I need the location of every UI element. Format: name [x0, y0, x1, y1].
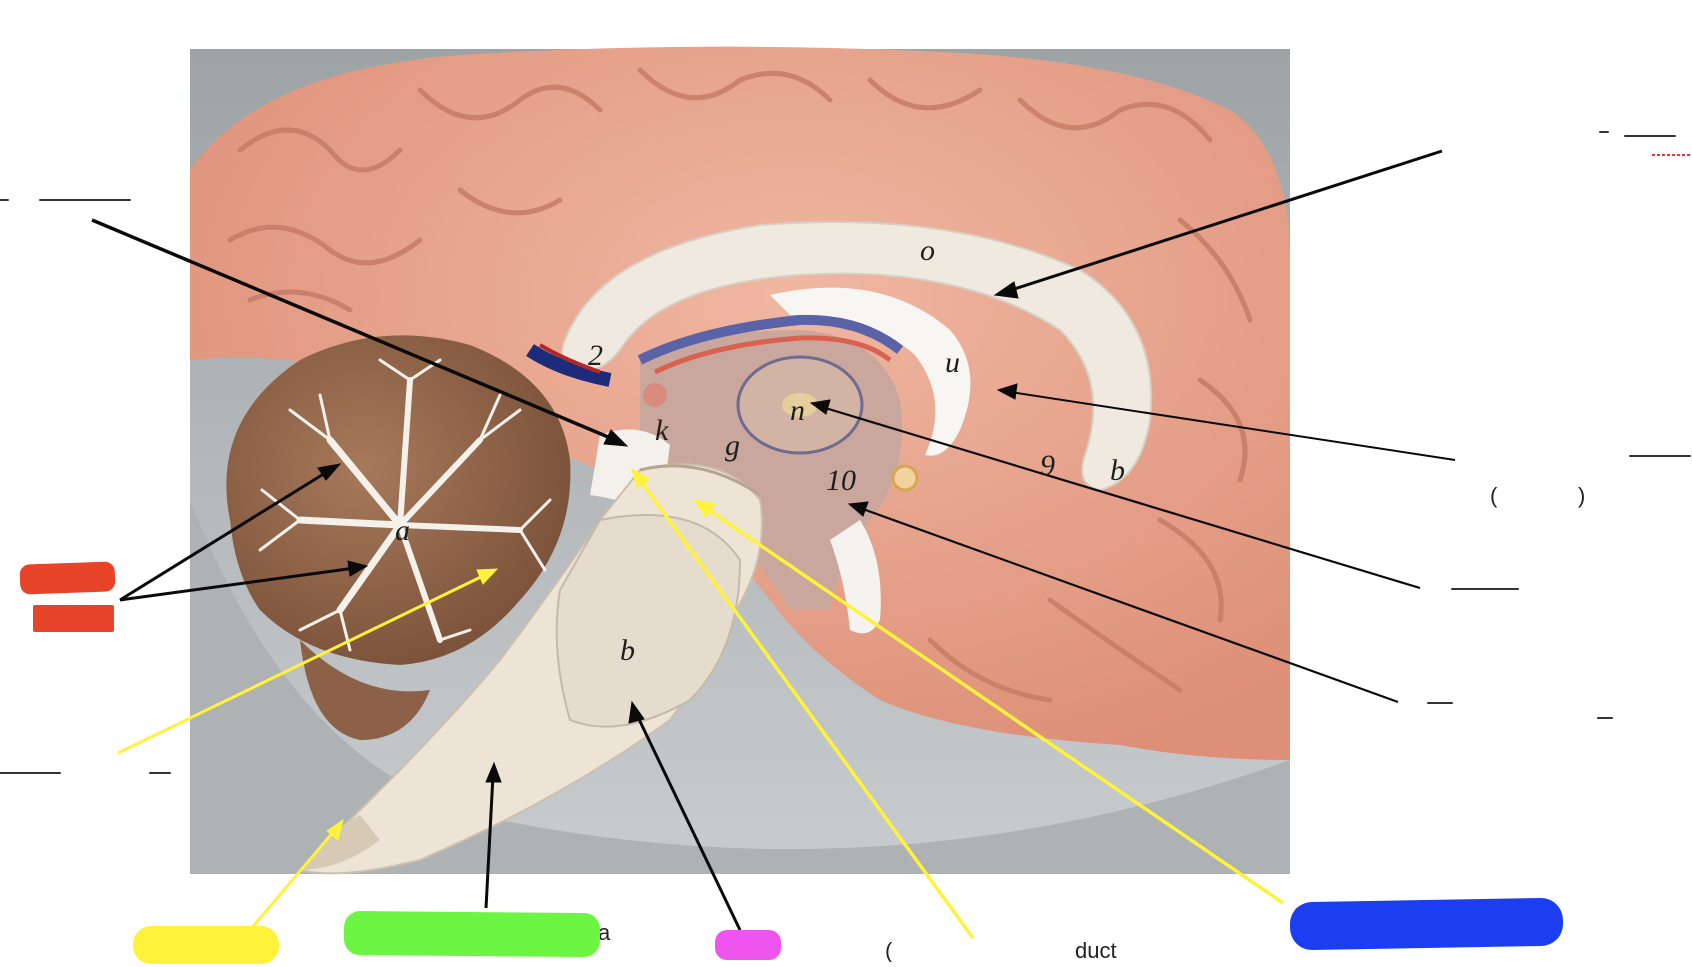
arrowhead-arbor-1	[317, 463, 342, 481]
model-markings: o 2 u 9 10 n g b a k b	[395, 234, 1125, 667]
cortex-sulci	[227, 67, 1253, 703]
marking-10: k	[655, 414, 669, 447]
highlight-pink	[715, 930, 781, 960]
fornix	[770, 287, 971, 456]
arrowhead-fourth-ventricle	[476, 568, 499, 585]
pineal-gland	[643, 383, 667, 407]
arrowhead-cerebral-peduncle	[692, 499, 716, 518]
pons	[555, 514, 742, 728]
arrowhead-corpus-callosum	[993, 281, 1019, 299]
marking-8: b	[620, 634, 635, 667]
leader-spinal-cord	[248, 829, 337, 931]
marking-11: b	[1110, 454, 1125, 487]
vein-highlight	[538, 343, 601, 374]
marking-7: g	[725, 429, 740, 462]
leader-septum	[1009, 391, 1456, 461]
arrowhead-tectum	[603, 429, 629, 447]
infundibulum	[830, 520, 881, 634]
marking-3: u	[945, 346, 960, 379]
leader-hypothalamus	[859, 506, 1399, 704]
spinal-white-tab	[300, 815, 380, 870]
arrowhead-hypothalamus	[847, 501, 869, 517]
leader-medulla	[484, 774, 495, 909]
marking-4: 9	[1040, 449, 1055, 482]
black-leader-lines	[91, 149, 1456, 931]
fourth-ventricle-edge	[639, 464, 761, 497]
choroid-plexus	[637, 314, 904, 365]
marking-1: o	[920, 234, 935, 267]
leader-cerebral-aqueduct	[638, 478, 975, 940]
arrowhead-cerebral-aqueduct	[631, 467, 651, 488]
leader-corpus-callosum	[1004, 149, 1443, 294]
marking-2: 2	[588, 339, 603, 372]
label-bottom-right: duct	[1075, 938, 1117, 962]
arrowhead-pons	[628, 700, 645, 724]
choroid-plexus-red	[653, 335, 892, 375]
arrowhead-arbor-2	[347, 560, 369, 577]
leader-thalamus	[821, 405, 1421, 590]
arrowhead-medulla	[485, 761, 502, 783]
yellow-leader-lines	[117, 467, 1284, 940]
label-bottom-paren: (	[885, 938, 893, 962]
label-right-paren-open: (	[1490, 483, 1498, 508]
label-right-paren-close: )	[1578, 483, 1585, 508]
lower-cerebellum	[300, 640, 430, 740]
leader-arbor-vitae-2	[119, 566, 356, 602]
arbor-vitae	[258, 358, 552, 652]
leader-arbor-vitae-1	[119, 468, 331, 602]
label-bottom-center: a	[598, 920, 611, 945]
highlight-yellow	[133, 926, 279, 964]
arrowhead-spinal-cord	[326, 818, 344, 841]
leader-pons	[634, 712, 742, 931]
mammillary-body	[891, 464, 919, 492]
arrowhead-thalamus	[809, 399, 831, 415]
text-fragments	[0, 131, 1691, 774]
leader-cerebral-peduncle	[705, 506, 1284, 905]
highlight-blue	[1289, 897, 1564, 951]
leader-fourth-ventricle	[117, 573, 486, 755]
marking-5: 10	[826, 464, 856, 497]
arrowhead-septum	[996, 383, 1018, 400]
tray-shadow	[190, 500, 1290, 874]
leader-aqueduct-tectum	[91, 218, 621, 444]
highlight-red-bottom	[33, 605, 114, 632]
marking-9: a	[395, 514, 410, 547]
great-cerebral-vein	[526, 344, 612, 387]
interthalamic-center	[782, 393, 818, 417]
highlight-green	[343, 910, 601, 958]
marking-6: n	[790, 394, 805, 427]
highlight-red-top	[19, 561, 116, 595]
